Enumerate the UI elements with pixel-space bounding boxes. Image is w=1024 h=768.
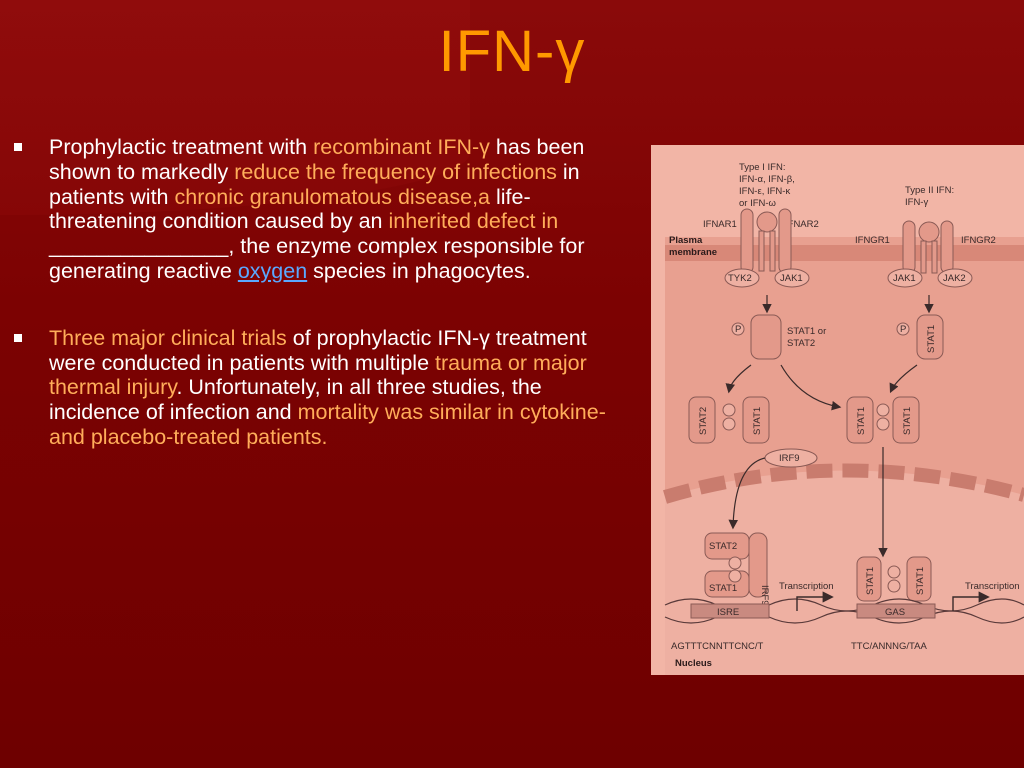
arrow xyxy=(889,364,918,394)
highlight-inherited-defect: inherited defect in xyxy=(388,209,559,234)
stat1-dimer-left xyxy=(846,396,874,444)
p-label: P xyxy=(735,324,741,335)
plasma-membrane xyxy=(665,245,1024,261)
stat1-vertical-label: STAT1 xyxy=(752,407,763,435)
ifnar1-label: IFNAR1 xyxy=(703,219,737,230)
phospho-icon xyxy=(731,322,745,336)
highlight-clinical-trials: Three major clinical trials xyxy=(49,325,287,350)
stat1-vertical-label: STAT1 xyxy=(865,567,876,595)
type2-line2: IFN-γ xyxy=(905,197,928,208)
stat1-or-label: STAT1 or xyxy=(787,326,826,337)
transcription-label-2: Transcription xyxy=(965,581,1020,592)
isre-label: ISRE xyxy=(717,607,739,618)
plasma-membrane-label: Plasma xyxy=(669,235,703,246)
oxygen-link[interactable]: oxygen xyxy=(237,258,308,283)
run: Prophylactic treatment with xyxy=(49,135,314,159)
gas-label: GAS xyxy=(885,607,905,618)
isre-sequence: AGTTTCNNTTCNC/T xyxy=(671,641,764,652)
stat1-label: STAT1 xyxy=(709,583,737,594)
gas-element xyxy=(856,603,936,619)
run: _______________, the enzyme complex resp… xyxy=(49,234,585,283)
stat1-vertical-label: STAT1 xyxy=(926,325,937,353)
type1-title: Type I IFN: xyxy=(739,162,785,173)
type2-title: Type II IFN: xyxy=(905,185,954,196)
ifngr1-label: IFNGR1 xyxy=(855,235,890,246)
transcription-label-1: Transcription xyxy=(779,581,834,592)
bullet-item-2: Three major clinical trials of prophylac… xyxy=(14,326,629,450)
transcription-arrow xyxy=(796,591,834,611)
stat2-label: STAT2 xyxy=(709,541,737,552)
nuclear-envelope xyxy=(663,463,1024,504)
run: life-threatening condition caused by an xyxy=(49,184,531,234)
stat2-in-dimer xyxy=(688,396,716,444)
bullet-list: Prophylactic treatment with recombinant … xyxy=(14,135,629,450)
background-swoosh xyxy=(0,0,470,215)
gaf-complex xyxy=(856,556,932,602)
run: . Unfortunately, in all three studies, t… xyxy=(49,375,542,425)
transcription-arrow xyxy=(952,591,990,611)
nucleus-region xyxy=(665,470,1024,675)
isre-element xyxy=(690,603,770,619)
signaling-diagram: Type I IFN: IFN-α, IFN-β, IFN-ε, IFN-κ o… xyxy=(663,162,1024,675)
stat1-vertical-label: STAT1 xyxy=(856,407,867,435)
gas-sequence: TTC/ANNNG/TAA xyxy=(851,641,927,652)
run: species in phagocytes. xyxy=(307,258,531,283)
stat-monomer-left xyxy=(750,314,782,360)
highlight-trauma: trauma or major thermal injury xyxy=(49,350,587,400)
stat1-vertical-label: STAT1 xyxy=(915,567,926,595)
jak1-kinase-left xyxy=(774,268,810,288)
slide-title: IFN-γ xyxy=(438,19,586,84)
run: of prophylactic IFN-γ treatment were con… xyxy=(49,325,587,375)
run: has been shown to markedly xyxy=(49,135,585,184)
jak1-kinase-right xyxy=(887,268,923,288)
irf9-label: IRF9 xyxy=(779,453,800,464)
ifn-signaling-figure: Type I IFN: IFN-α, IFN-β, IFN-ε, IFN-κ o… xyxy=(651,145,1024,675)
bullet-item-1: Prophylactic treatment with recombinant … xyxy=(14,135,629,284)
phospho-icon xyxy=(896,322,910,336)
isgf3-complex xyxy=(704,532,768,598)
stat1-monomer-right xyxy=(916,314,944,360)
irf9-vertical-label: IRF9 xyxy=(759,585,770,606)
bullet-square-icon xyxy=(14,333,22,342)
arrow xyxy=(728,457,766,530)
stat1-dimer-right xyxy=(892,396,920,444)
plasma-membrane-label-2: membrane xyxy=(669,247,717,258)
nucleus-label: Nucleus xyxy=(675,658,712,669)
tyk2-label: TYK2 xyxy=(728,273,752,284)
ifnar2-label: IFNAR2 xyxy=(785,219,819,230)
highlight-reduce-infections: reduce the frequency of infections xyxy=(234,159,557,184)
arrow xyxy=(725,364,752,394)
jak2-label: JAK2 xyxy=(943,273,966,284)
stat2-or-label: STAT2 xyxy=(787,338,815,349)
jak2-kinase xyxy=(937,268,973,288)
tyk2-kinase xyxy=(724,268,760,288)
jak1-label-left: JAK1 xyxy=(780,273,803,284)
jak1-label-right: JAK1 xyxy=(893,273,916,284)
bullet-square-icon xyxy=(14,143,22,151)
highlight-mortality: mortality was similar in cytokine- and p… xyxy=(49,400,606,449)
stat1-vertical-label: STAT1 xyxy=(902,407,913,435)
type1-line2: IFN-α, IFN-β, xyxy=(739,174,795,185)
p-label: P xyxy=(900,324,906,335)
stat2-vertical-label: STAT2 xyxy=(698,407,709,435)
run: in patients with xyxy=(49,159,580,209)
ifngr2-label: IFNGR2 xyxy=(961,235,996,246)
type1-line3: IFN-ε, IFN-κ xyxy=(739,186,790,197)
type1-receptor xyxy=(740,208,792,274)
stat1-in-dimer xyxy=(742,396,770,444)
highlight-cgd: chronic granulomatous disease,a xyxy=(174,184,491,209)
arrow xyxy=(780,364,842,411)
highlight-recombinant-ifn: recombinant IFN-γ xyxy=(313,135,490,159)
type1-line4: or IFN-ω xyxy=(739,198,777,209)
